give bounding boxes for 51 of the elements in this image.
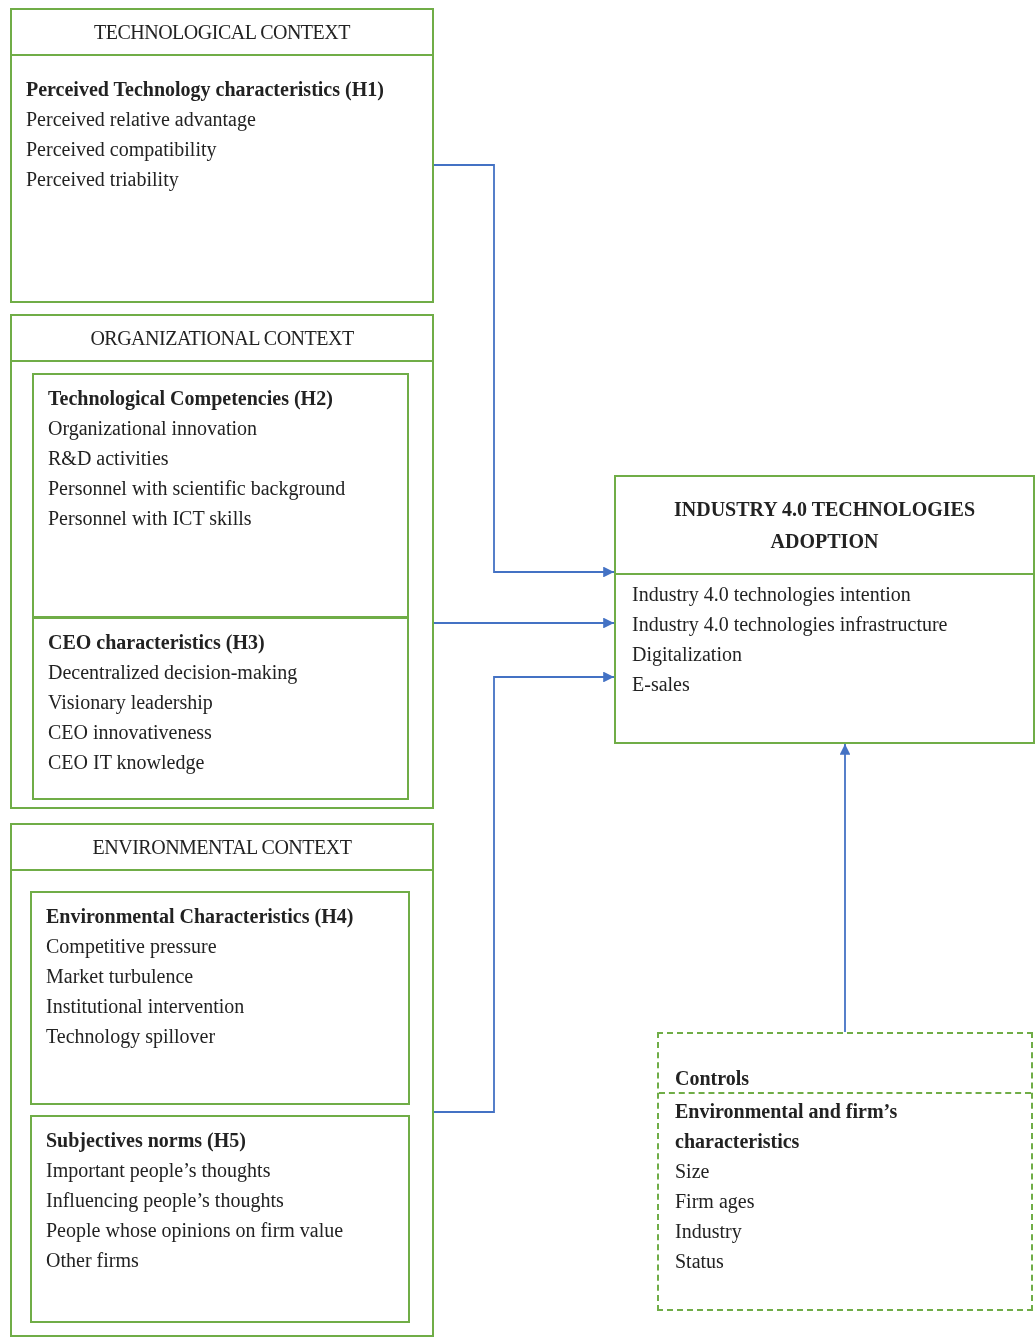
arrow	[839, 743, 851, 1033]
factor-item: R&D activities	[48, 446, 170, 471]
factor-heading: Subjectives norms (H5)	[46, 1128, 247, 1154]
factor-box	[32, 373, 409, 618]
arrow	[433, 617, 615, 629]
outcome-item: Industry 4.0 technologies infrastructure	[632, 612, 949, 638]
controls-item: Firm ages	[675, 1189, 756, 1215]
factor-item: Perceived relative advantage	[26, 107, 257, 133]
factor-item: Market turbulence	[46, 964, 195, 989]
factor-box	[30, 1115, 410, 1323]
factor-item: Perceived compatibility	[26, 137, 218, 163]
factor-item: Other firms	[46, 1248, 140, 1273]
factor-item: People whose opinions on firm value	[46, 1218, 345, 1244]
controls-item: Industry	[675, 1219, 743, 1245]
factor-item: CEO innovativeness	[48, 720, 213, 745]
outcome-heading: INDUSTRY 4.0 TECHNOLOGIES ADOPTION	[672, 497, 976, 554]
outcome-item: Industry 4.0 technologies intention	[632, 582, 912, 608]
factor-item: Institutional intervention	[46, 994, 246, 1019]
factor-item: Competitive pressure	[46, 934, 218, 960]
controls-heading: Controls	[675, 1066, 750, 1091]
factor-item: Decentralized decision-making	[48, 660, 299, 686]
factor-heading: Environmental Characteristics (H4)	[46, 904, 355, 930]
factor-item: Personnel with ICT skills	[48, 506, 253, 531]
outcome-box	[614, 475, 1035, 744]
context-heading: ENVIRONMENTAL CONTEXT	[92, 835, 352, 860]
factor-item: Visionary leadership	[48, 690, 214, 716]
factor-item: Important people’s thoughts	[46, 1158, 272, 1184]
factor-box	[30, 891, 410, 1105]
factor-heading: Perceived Technology characteristics (H1)	[26, 77, 385, 103]
factor-heading: Technological Competencies (H2)	[48, 386, 334, 412]
factor-item: Organizational innovation	[48, 416, 259, 442]
context-heading: ORGANIZATIONAL CONTEXT	[90, 326, 354, 351]
controls-box	[657, 1032, 1033, 1311]
factor-item: Perceived triability	[26, 167, 180, 193]
factor-heading: CEO characteristics (H3)	[48, 630, 266, 656]
context-heading: TECHNOLOGICAL CONTEXT	[94, 20, 350, 45]
context-box	[10, 823, 434, 1337]
controls-item: Size	[675, 1159, 711, 1184]
arrow	[433, 671, 615, 1113]
outcome-item: Digitalization	[632, 642, 743, 668]
controls-item: Status	[675, 1249, 725, 1274]
factor-item: Influencing people’s thoughts	[46, 1188, 285, 1214]
outcome-item: E-sales	[632, 672, 691, 697]
factor-item: CEO IT knowledge	[48, 750, 206, 776]
factor-box	[32, 617, 409, 800]
factor-item: Technology spillover	[46, 1024, 217, 1050]
context-box	[10, 8, 434, 303]
factor-item: Personnel with scientific background	[48, 476, 347, 502]
arrow	[433, 164, 615, 578]
context-box	[10, 314, 434, 809]
controls-subheading: Environmental and firm’s characteristics	[675, 1099, 899, 1154]
